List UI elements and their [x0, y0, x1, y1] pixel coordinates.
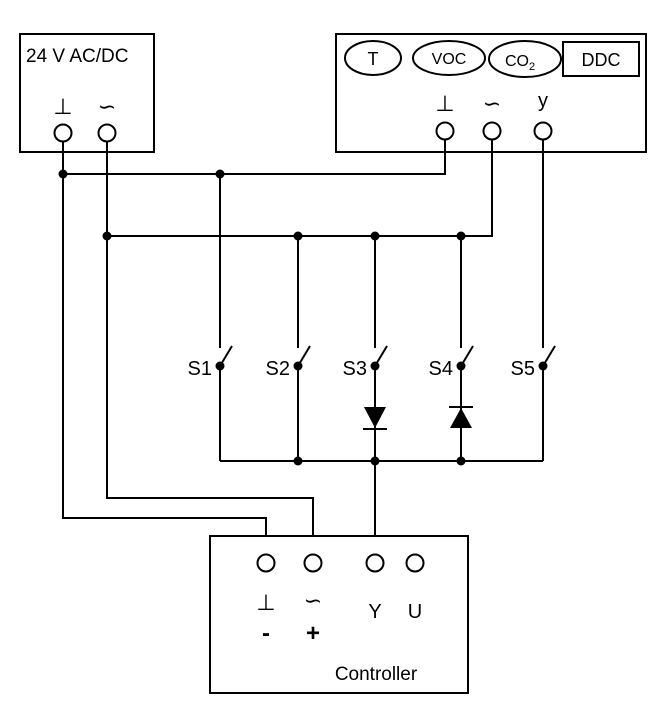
s5-contact: [538, 361, 548, 371]
sensor-ground-symbol: ⊥: [435, 91, 454, 116]
junction-dot: [456, 456, 466, 466]
junction-dot: [215, 169, 225, 179]
controller-box: [209, 535, 469, 694]
controller-minus-label: -: [262, 620, 270, 647]
sensor-ac-terminal: [482, 121, 502, 141]
power-supply-ground-symbol: ⊥: [53, 94, 72, 119]
junction-dot: [370, 456, 380, 466]
sensor-badge-co2: [488, 40, 562, 78]
power-supply-ac-terminal: [97, 123, 117, 143]
controller-u-label: U: [408, 601, 422, 623]
controller-y-label: Y: [368, 601, 381, 623]
s3-diode-icon: [364, 407, 386, 428]
power-supply-ground-terminal: [53, 123, 73, 143]
switch-s4-label: S4: [429, 358, 453, 380]
power-supply-label: 24 V AC/DC: [26, 46, 128, 67]
diodes: [363, 406, 473, 430]
switch-s3-label: S3: [343, 358, 367, 380]
controller-u-terminal: [405, 553, 425, 573]
sensor-badge-t-label: T: [368, 49, 379, 69]
co2-main: CO: [505, 53, 529, 70]
junction-dot: [456, 231, 466, 241]
junctions: [58, 169, 466, 466]
power-supply-ac-symbol: ∽: [98, 94, 116, 119]
controller-ac-symbol: ∽: [304, 588, 322, 613]
controller-ground-symbol: ⊥: [256, 590, 275, 615]
power-supply-box: [19, 33, 155, 153]
switch-s1-label: S1: [188, 358, 212, 380]
sensor-ac-symbol: ∽: [483, 91, 501, 116]
sensor-badge-t: [344, 40, 402, 76]
controller-ground-terminal: [256, 553, 276, 573]
power-supply: 24 V AC/DC ⊥ ∽: [19, 33, 155, 153]
switch-s5-label: S5: [511, 358, 535, 380]
controller-title: Controller: [335, 664, 418, 685]
ground-bus-wire: [63, 140, 446, 175]
sensor-badge-voc-label: VOC: [432, 51, 467, 68]
wiring: [62, 140, 556, 552]
s4-diode-icon: [450, 408, 472, 428]
ground-to-controller-wire: [62, 141, 267, 552]
controller-y-terminal: [365, 553, 385, 573]
controller-ac-terminal: [303, 553, 323, 573]
controller-plus-label: +: [306, 620, 320, 647]
co2-subscript: 2: [529, 61, 535, 73]
sensor-unit: T VOC CO2 DDC ⊥ ∽ y: [335, 33, 647, 153]
switch-s2-label: S2: [266, 358, 290, 380]
switches: S1 S2 S3 S4 S5: [188, 358, 548, 380]
sensor-ground-terminal: [435, 121, 455, 141]
sensor-badge-ddc: [562, 41, 640, 77]
junction-dot: [293, 231, 303, 241]
s4-contact: [456, 361, 466, 371]
ac-bus-wire: [107, 140, 493, 237]
s3-contact: [370, 361, 380, 371]
junction-dot: [102, 231, 112, 241]
s2-contact: [293, 361, 303, 371]
ac-to-controller-wire: [106, 141, 314, 552]
sensor-y-terminal: [533, 121, 553, 141]
controller: ⊥ ∽ - + Y U Controller: [209, 535, 469, 694]
s1-contact: [215, 361, 225, 371]
sensor-badge-co2-label: CO2: [505, 53, 535, 73]
junction-dot: [293, 456, 303, 466]
sensor-badge-voc: [412, 40, 486, 76]
junction-dot: [58, 169, 68, 179]
sensor-badge-ddc-label: DDC: [582, 50, 621, 70]
junction-dot: [370, 231, 380, 241]
sensor-y-label: y: [538, 90, 548, 112]
